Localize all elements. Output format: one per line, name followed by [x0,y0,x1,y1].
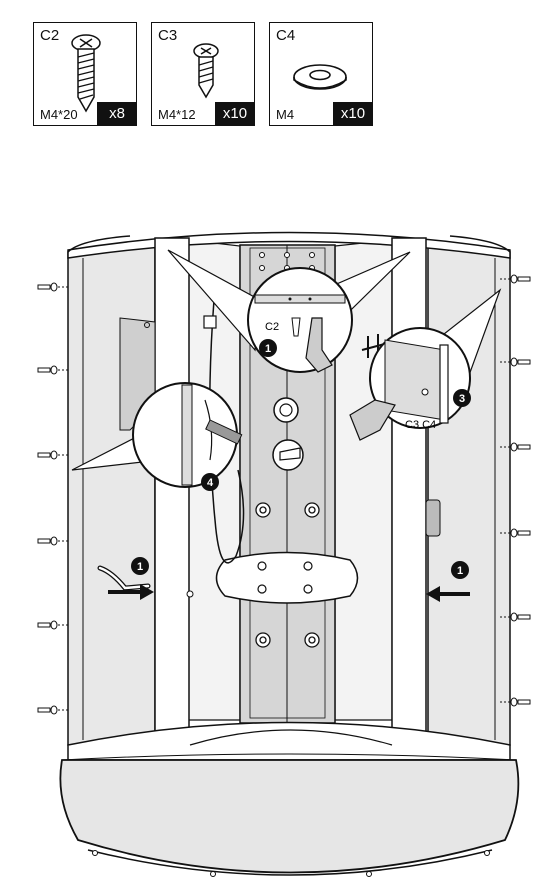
shower-tray-skirt [59,759,520,874]
shower-hose [208,299,245,564]
part-size: M4 [276,107,295,122]
part-qty: x8 [97,102,137,126]
magnifier-3-label: C3 C4 [405,419,436,431]
side-screw-icon [500,697,531,707]
arrow-left-number: 1 [137,561,143,573]
magnifier-step-3: C3 C4 3 [349,327,471,441]
side-screw-icon [37,705,68,715]
side-screw-icon [37,450,68,460]
side-screw-icon [37,536,68,546]
screw-short-icon [193,43,219,99]
part-box-c3: C3 M4*12 x10 [151,22,255,126]
arrow-right-door: 1 [426,561,470,602]
washer-icon [293,64,347,90]
part-qty: x10 [215,102,255,126]
magnifier-1-label: C2 [265,321,279,333]
left-glass-panel [67,239,156,746]
side-screw-icon [500,442,531,452]
arrow-right-number: 1 [457,565,463,577]
side-screw-icon [500,274,531,284]
soap-dispenser-icon [425,499,441,537]
side-screw-icon [37,620,68,630]
arrow-left-door: 1 [108,557,154,600]
part-box-c4: C4 M4 x10 [269,22,373,126]
step-number-3: 3 [459,393,465,405]
magnifier-step-1: C2 1 [247,267,353,373]
step-number-1: 1 [265,343,271,355]
side-screw-icon [500,528,531,538]
screw-long-icon [71,34,101,113]
side-screw-icon [500,357,531,367]
side-screw-icon [37,365,68,375]
part-code: C4 [276,27,296,44]
part-qty: x10 [333,102,373,126]
right-screw-column [500,274,531,707]
drill-icon [305,317,333,373]
right-door-post [391,237,427,767]
part-size: M4*20 [40,107,78,122]
shower-tray-top [67,721,511,761]
part-code: C2 [40,27,60,44]
part-size: M4*12 [158,107,196,122]
side-screw-icon [37,282,68,292]
magnifier-step-4: 4 [132,382,243,491]
folding-seat [215,551,359,604]
part-code: C3 [158,27,178,44]
left-door-post [154,237,190,767]
part-box-c2: C2 M4*20 x8 [33,22,137,126]
side-screw-icon [500,612,531,622]
left-screw-column [37,282,68,715]
drill-icon [349,399,396,441]
step-number-4: 4 [207,477,214,489]
